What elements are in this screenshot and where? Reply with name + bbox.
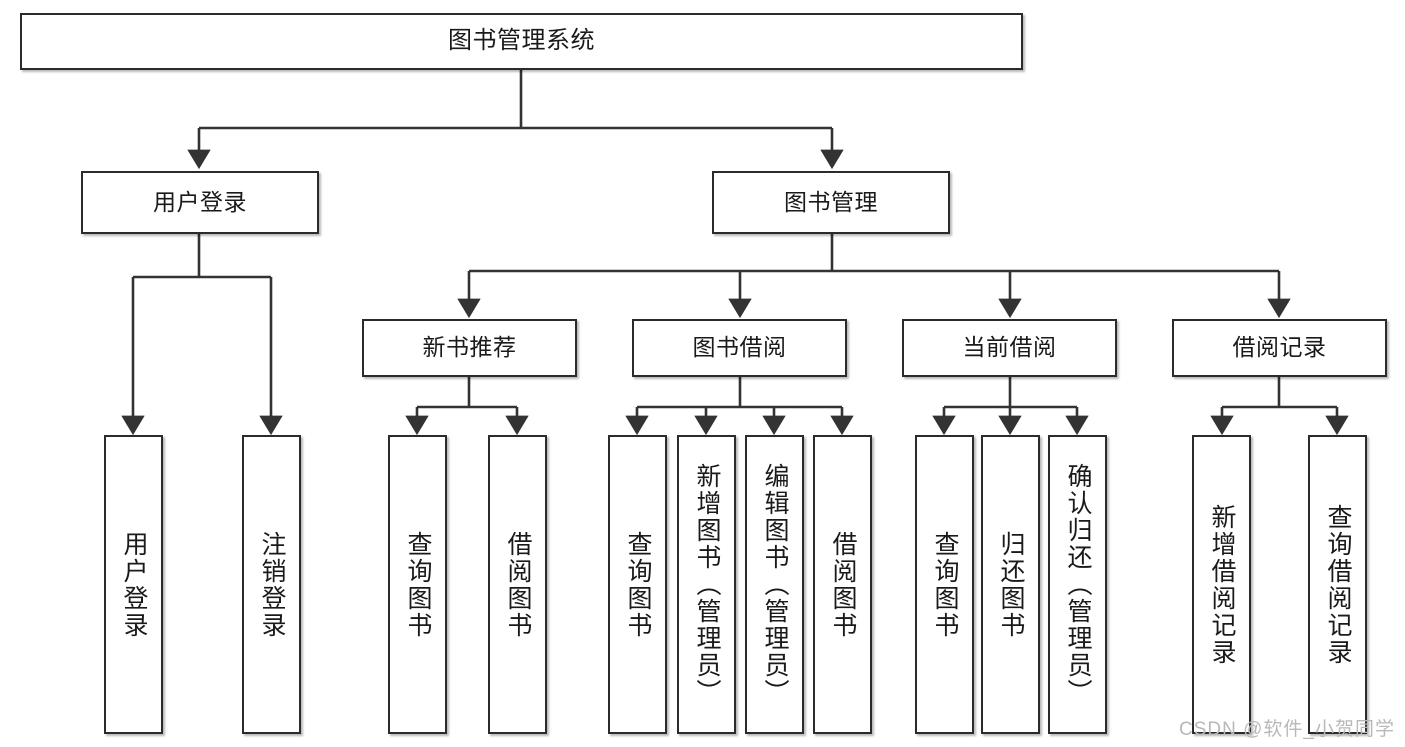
node-label: 确认归还（管理员） [1064, 463, 1092, 706]
node-label: 新增图书（管理员） [693, 463, 721, 706]
node-label: 借阅记录 [1232, 334, 1327, 361]
watermark: CSDN @软件_小贺同学 [1179, 719, 1395, 740]
node-label: 查询借阅记录 [1324, 503, 1352, 666]
leaf-current-borrow-confirm[interactable]: 确认归还（管理员） [1048, 435, 1107, 734]
leaf-borrow-record-query[interactable]: 查询借阅记录 [1308, 435, 1367, 734]
node-label: 编辑图书（管理员） [761, 463, 789, 706]
node-label: 归还图书 [997, 530, 1025, 639]
leaf-new-book-query[interactable]: 查询图书 [388, 435, 447, 734]
leaf-user-login-login[interactable]: 用户登录 [104, 435, 163, 734]
node-label: 注销登录 [258, 530, 286, 639]
node-book-borrow[interactable]: 图书借阅 [632, 319, 847, 377]
node-book-management[interactable]: 图书管理 [712, 171, 950, 234]
node-label: 当前借阅 [962, 334, 1057, 361]
node-label: 查询图书 [624, 530, 652, 639]
node-label: 查询图书 [931, 530, 959, 639]
leaf-book-borrow-add[interactable]: 新增图书（管理员） [677, 435, 736, 734]
node-label: 用户登录 [120, 530, 148, 639]
node-user-login[interactable]: 用户登录 [81, 171, 319, 234]
leaf-current-borrow-return[interactable]: 归还图书 [981, 435, 1040, 734]
node-label: 新增借阅记录 [1208, 503, 1236, 666]
node-label: 图书借阅 [692, 334, 787, 361]
leaf-book-borrow-edit[interactable]: 编辑图书（管理员） [745, 435, 804, 734]
node-borrow-record[interactable]: 借阅记录 [1172, 319, 1387, 377]
node-label: 查询图书 [404, 530, 432, 639]
node-current-borrow[interactable]: 当前借阅 [902, 319, 1117, 377]
node-label: 图书管理 [784, 188, 878, 215]
leaf-current-borrow-query[interactable]: 查询图书 [915, 435, 974, 734]
node-label: 图书管理系统 [448, 27, 595, 55]
node-root-system[interactable]: 图书管理系统 [20, 13, 1023, 70]
leaf-book-borrow-borrow[interactable]: 借阅图书 [813, 435, 872, 734]
leaf-new-book-borrow[interactable]: 借阅图书 [488, 435, 547, 734]
leaf-borrow-record-add[interactable]: 新增借阅记录 [1192, 435, 1251, 734]
leaf-book-borrow-query[interactable]: 查询图书 [608, 435, 667, 734]
node-label: 新书推荐 [422, 334, 517, 361]
node-label: 用户登录 [153, 188, 247, 215]
leaf-user-login-logout[interactable]: 注销登录 [242, 435, 301, 734]
node-label: 借阅图书 [829, 530, 857, 639]
node-new-book-recommend[interactable]: 新书推荐 [362, 319, 577, 377]
node-label: 借阅图书 [504, 530, 532, 639]
